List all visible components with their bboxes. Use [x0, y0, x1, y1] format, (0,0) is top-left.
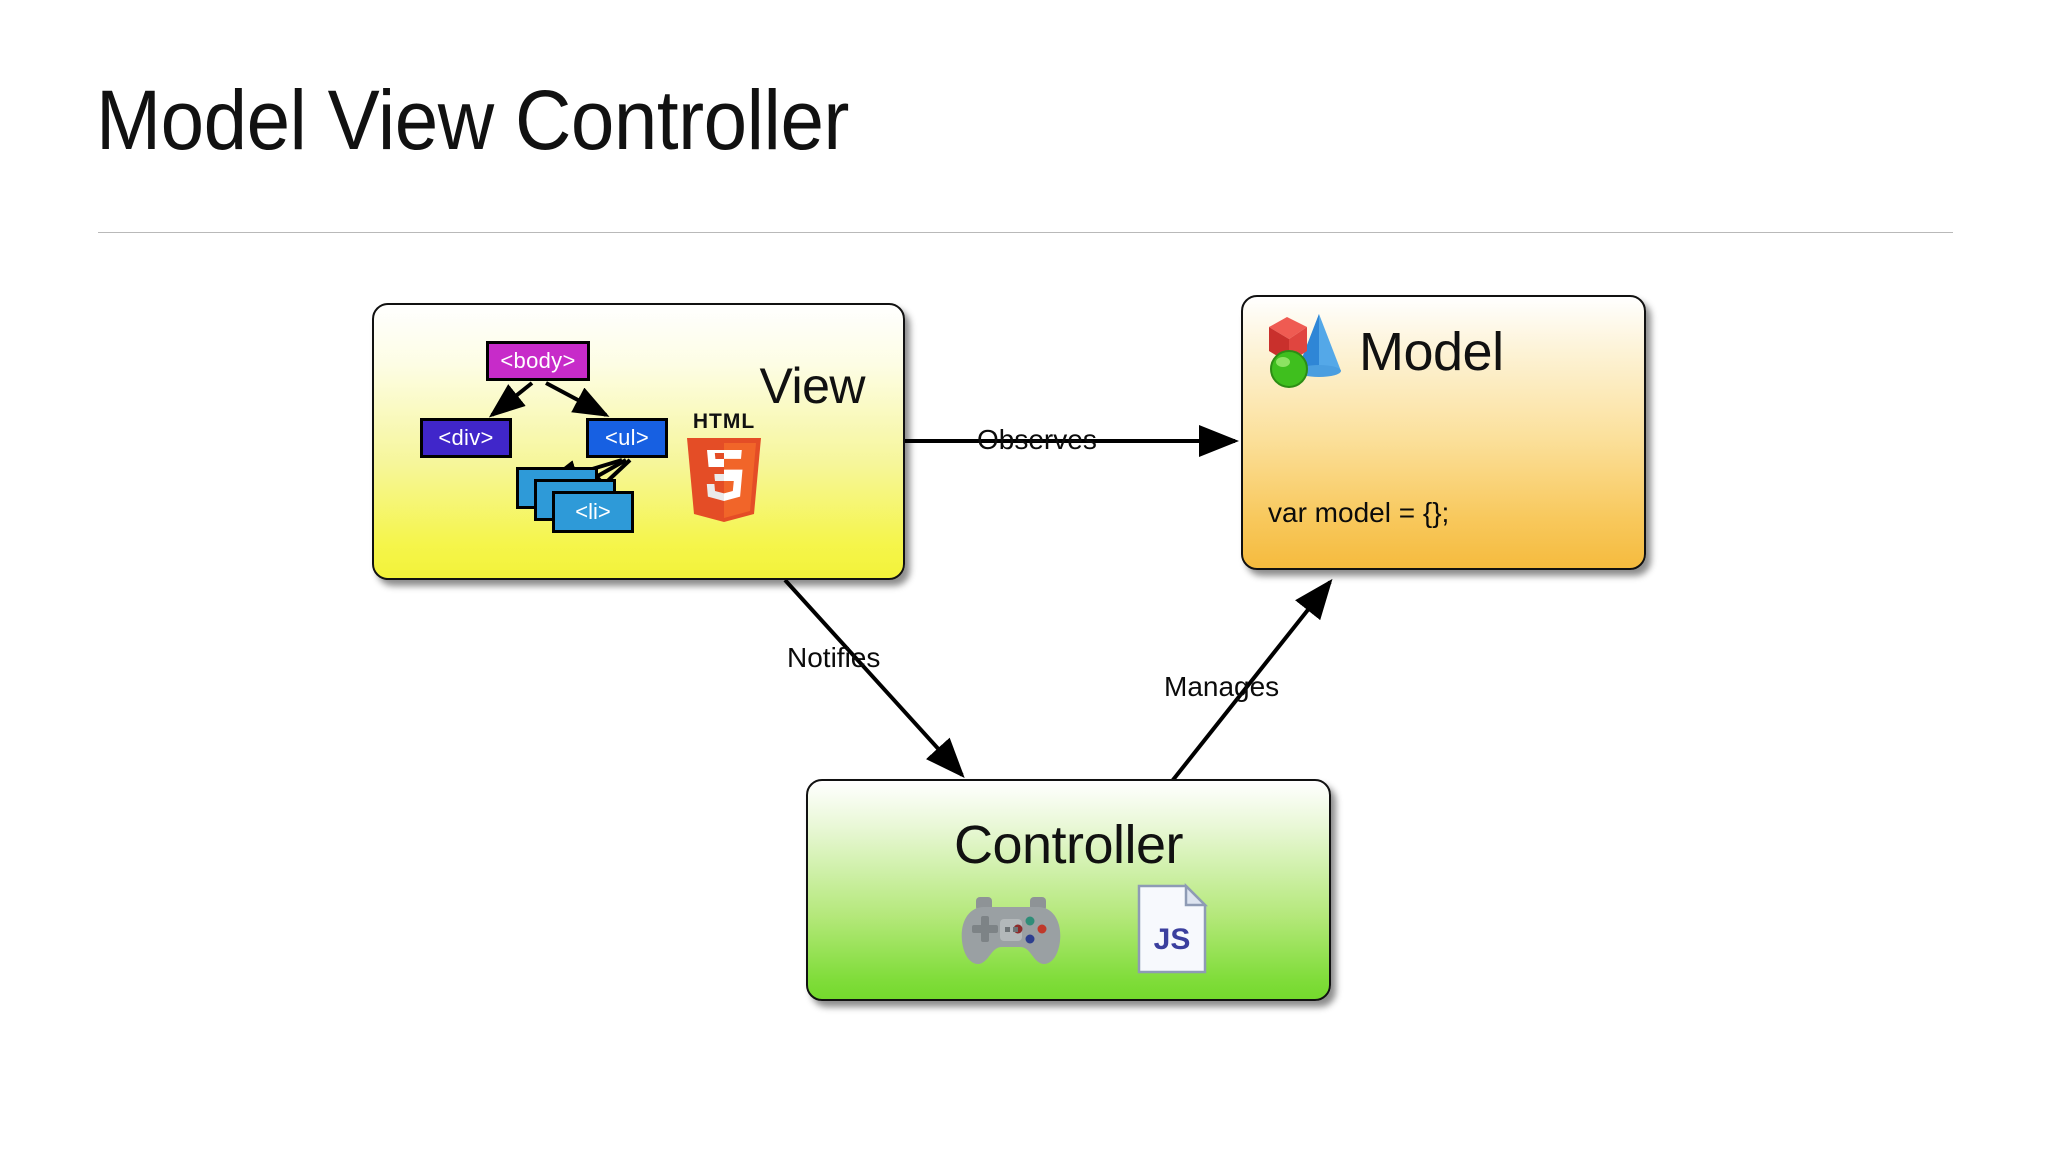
dom-node-li[interactable]: <li> — [552, 491, 634, 533]
edge-label-observes: Observes — [977, 424, 1097, 455]
html5-shield-icon — [687, 438, 761, 522]
html5-wordmark: HTML — [692, 410, 756, 433]
node-controller[interactable]: Controller JS — [806, 779, 1331, 1001]
js-badge-text: JS — [1154, 923, 1191, 956]
edge-label-manages: Manages — [1164, 671, 1280, 702]
node-view[interactable]: View <body> <div> <ul> <li> HTML — [372, 303, 905, 580]
title-divider — [98, 232, 1953, 233]
node-controller-title: Controller — [953, 815, 1184, 875]
node-view-title: View — [759, 358, 866, 414]
node-model[interactable]: Model var model = {}; model.firstName = … — [1241, 295, 1646, 570]
js-file-icon: JS — [1137, 883, 1208, 974]
edge-notifies — [783, 578, 965, 778]
node-model-title: Model — [1359, 322, 1504, 382]
model-code-line: var model = {}; — [1268, 497, 1450, 528]
gamepad-icon — [961, 897, 1061, 965]
model-code-block: var model = {}; model.firstName = "Foo";… — [1268, 425, 1580, 568]
page-title: Model View Controller — [96, 73, 849, 167]
three-d-shapes-icon — [1269, 314, 1341, 388]
dom-node-ul[interactable]: <ul> — [586, 418, 668, 458]
dom-node-body[interactable]: <body> — [486, 341, 590, 381]
html5-logo-icon: HTML — [679, 410, 769, 522]
dom-node-div[interactable]: <div> — [420, 418, 512, 458]
edge-label-notifies: Notifies — [787, 642, 881, 673]
